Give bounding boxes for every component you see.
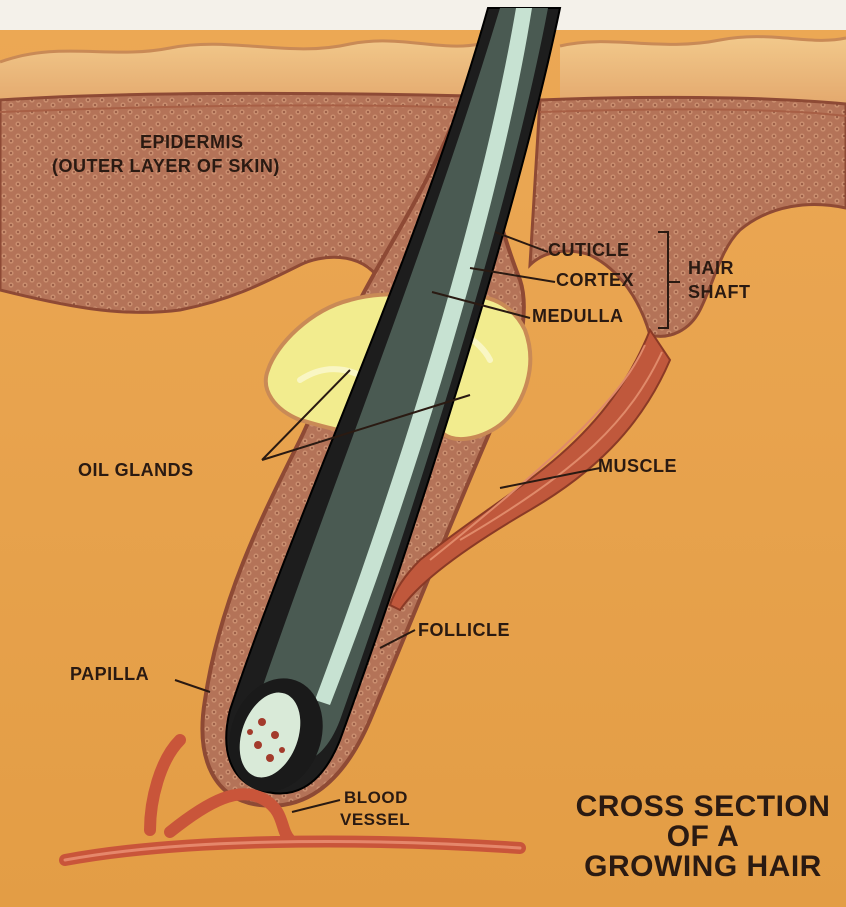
label-muscle: MUSCLE: [598, 456, 677, 477]
diagram-title: CROSS SECTION OF A GROWING HAIR: [560, 792, 846, 882]
title-line-2: OF A: [560, 822, 846, 852]
title-line-3: GROWING HAIR: [560, 852, 846, 882]
label-vessel: VESSEL: [340, 810, 410, 830]
label-oil-glands: OIL GLANDS: [78, 460, 194, 481]
label-medulla: MEDULLA: [532, 306, 624, 327]
label-cuticle: CUTICLE: [548, 240, 630, 261]
label-follicle: FOLLICLE: [418, 620, 510, 641]
label-papilla: PAPILLA: [70, 664, 149, 685]
page-margin-top: [0, 0, 846, 30]
label-blood: BLOOD: [344, 788, 408, 808]
label-outer-layer-of-skin: (OUTER LAYER OF SKIN): [52, 156, 280, 177]
label-hair: HAIR: [688, 258, 734, 279]
label-epidermis: EPIDERMIS: [140, 132, 244, 153]
label-shaft: SHAFT: [688, 282, 751, 303]
title-line-1: CROSS SECTION: [560, 792, 846, 822]
label-cortex: CORTEX: [556, 270, 634, 291]
